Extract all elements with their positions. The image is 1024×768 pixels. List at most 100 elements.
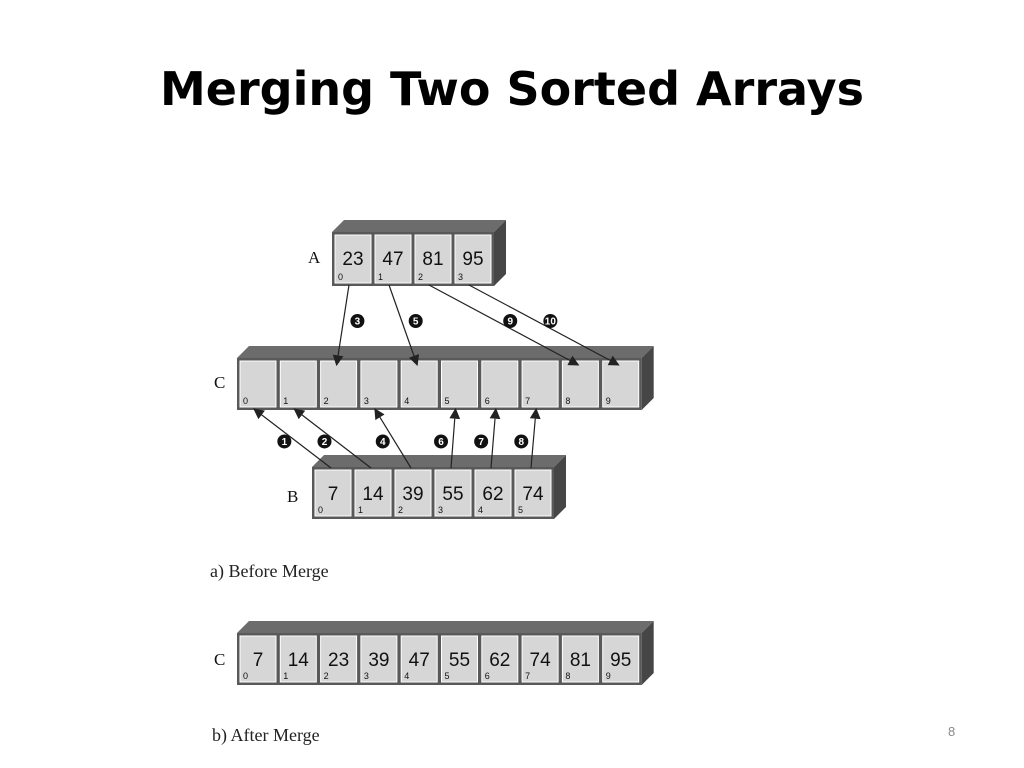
array-c-after-cell-value: 23 — [328, 650, 349, 671]
array-b-cell: 553 — [434, 469, 472, 517]
array-c-before-cell-index: 1 — [283, 396, 288, 406]
array-c-after-cell-index: 5 — [445, 671, 450, 681]
array-c-after-cell-box — [279, 635, 317, 683]
array-b-array-side-face — [554, 455, 566, 519]
step-badge-number: 4 — [380, 437, 386, 448]
array-c-before-cell-box — [360, 360, 398, 408]
array-c-before-cell: 3 — [360, 360, 398, 408]
array-c-before-cell: 8 — [561, 360, 599, 408]
step-badge-circle — [514, 434, 529, 449]
step-badge-circle — [503, 314, 518, 328]
array-a-cell-index: 3 — [458, 272, 463, 282]
array-a-cell-value: 47 — [382, 249, 403, 270]
array-c-before-cell-index: 4 — [404, 396, 409, 406]
array-a-cell-value: 95 — [462, 249, 483, 270]
array-c-before-cell-index: 0 — [243, 396, 248, 406]
array-b-cell-value: 14 — [362, 484, 384, 505]
array-c-before-cell-index: 2 — [324, 396, 329, 406]
step-badge-circle — [277, 434, 292, 449]
array-b-cell-box — [514, 469, 552, 517]
array-c-before-array-top-face — [237, 346, 654, 358]
step-badge-number: 7 — [478, 437, 484, 448]
array-c-before-cell-box — [441, 360, 478, 408]
array-a-cell-value: 81 — [422, 249, 443, 270]
step-arrow — [374, 408, 412, 469]
array-a-cell-index: 2 — [418, 272, 423, 282]
array-c-after-cell-box — [320, 635, 358, 683]
array-c-before-cell: 5 — [441, 360, 478, 408]
caption-after-merge: b) After Merge — [212, 725, 320, 746]
array-c-before-cell-box — [561, 360, 599, 408]
array-c-before-cell-box — [602, 360, 640, 408]
array-c-after-cell: 555 — [441, 635, 478, 683]
array-c-after-cell-value: 47 — [409, 650, 430, 671]
array-c-after-cell-box — [239, 635, 277, 683]
array-c-after-cell-value: 55 — [449, 650, 470, 671]
array-c-after-cell-box — [521, 635, 559, 683]
array-a-cell-box — [334, 234, 372, 284]
array-a-cell: 471 — [374, 234, 412, 284]
array-c-after-cell-box — [441, 635, 478, 683]
array-b-cell-value: 7 — [328, 484, 339, 505]
array-a-cell: 230 — [334, 234, 372, 284]
array-a-array-top-face — [332, 220, 506, 232]
array-c-before-cell: 2 — [320, 360, 358, 408]
array-c-after-cell: 474 — [400, 635, 438, 683]
step-arrow — [293, 408, 372, 469]
array-c-after-cell-index: 3 — [364, 671, 369, 681]
array-b-array-body — [312, 467, 554, 519]
step-badge-circle — [350, 314, 365, 328]
array-b-cell-index: 2 — [398, 505, 403, 515]
step-badge-number: 5 — [413, 317, 419, 328]
array-c-before-cell-index: 8 — [565, 396, 570, 406]
step-badge-number: 9 — [507, 317, 513, 328]
array-c-after-cell-index: 4 — [404, 671, 409, 681]
array-c-after-cell: 959 — [602, 635, 640, 683]
array-b-cell: 392 — [394, 469, 432, 517]
array-b-cell-box — [394, 469, 432, 517]
array-a-cell: 812 — [414, 234, 452, 284]
array-c-before-cell-box — [239, 360, 277, 408]
array-c-after-cell-index: 7 — [525, 671, 530, 681]
array-c-after-cell-index: 1 — [283, 671, 288, 681]
array-c-after-cell: 626 — [481, 635, 519, 683]
array-b-cell-index: 3 — [438, 505, 443, 515]
array-c-before-cell: 1 — [279, 360, 317, 408]
array-c-after-cell-index: 9 — [606, 671, 611, 681]
step-badge: 8 — [514, 434, 529, 449]
step-arrow — [489, 407, 501, 469]
array-c-before-cell-index: 9 — [606, 396, 611, 406]
array-b-cell-index: 4 — [478, 505, 483, 515]
array-b-cell-box — [474, 469, 512, 517]
array-c-after-cell: 70 — [239, 635, 277, 683]
step-badge: 5 — [408, 314, 423, 328]
array-b-cell-value: 62 — [482, 484, 503, 505]
array-c-after-cell: 747 — [521, 635, 559, 683]
array-b-cell-box — [434, 469, 472, 517]
step-badge: 1 — [277, 434, 292, 449]
array-c-after-cell-index: 2 — [324, 671, 329, 681]
array-c-before-cell-box — [481, 360, 519, 408]
step-badge-circle — [474, 434, 489, 449]
step-badge-circle — [543, 314, 558, 328]
array-c-after-cell-value: 74 — [530, 650, 552, 671]
array-b-cell-index: 1 — [358, 505, 363, 515]
array-a-cell: 953 — [454, 234, 492, 284]
array-c-before-array-side-face — [641, 346, 654, 410]
step-badge: 7 — [474, 434, 489, 449]
array-c-after-cell-box — [360, 635, 398, 683]
array-a-cell-box — [374, 234, 412, 284]
array-c-after-cell-index: 6 — [485, 671, 490, 681]
step-badge-number: 3 — [355, 317, 361, 328]
step-badge: 10 — [543, 314, 558, 328]
array-b-cell: 624 — [474, 469, 512, 517]
step-arrow — [468, 284, 620, 366]
step-badge-circle — [317, 434, 332, 449]
array-c-after-cell-value: 39 — [368, 650, 389, 671]
array-c-after-cell: 141 — [279, 635, 317, 683]
array-c-before-cell-box — [279, 360, 317, 408]
step-arrow — [428, 284, 580, 366]
step-arrow — [529, 407, 541, 469]
array-c-after-cell: 393 — [360, 635, 398, 683]
